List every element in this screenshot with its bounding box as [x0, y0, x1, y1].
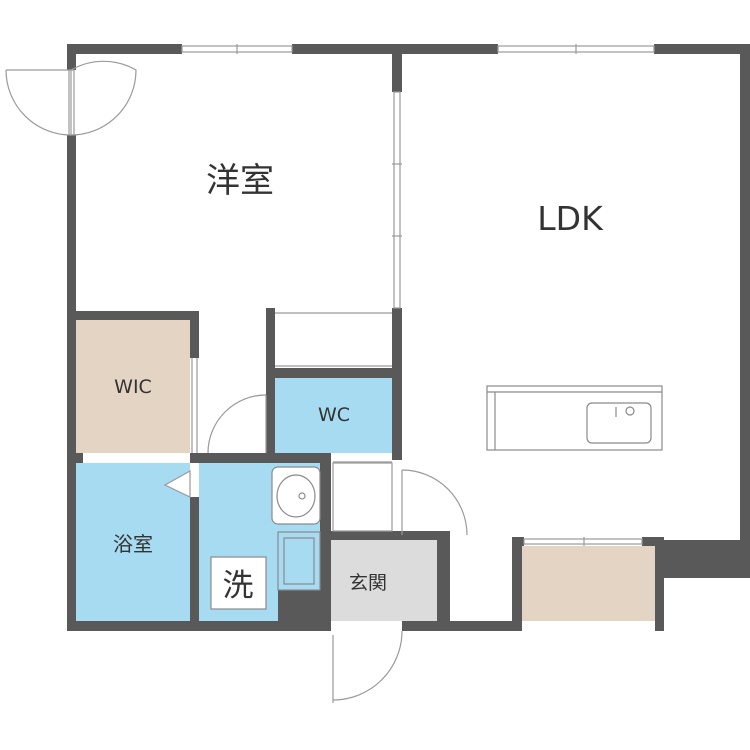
bath-floor	[76, 463, 190, 621]
wc-closet-niche	[275, 312, 392, 367]
washroom-label-box	[210, 556, 267, 610]
entrance-label: 玄関	[349, 572, 387, 594]
washer-pan	[277, 531, 321, 591]
wc-floor	[275, 378, 394, 453]
storage-floor	[522, 546, 655, 621]
ldk-label: LDK	[537, 199, 604, 238]
kitchen-counter	[486, 385, 663, 451]
sliding-door-partition	[392, 91, 402, 309]
hallway-cabinet	[332, 462, 393, 532]
wic-label: WIC	[114, 376, 152, 398]
western-room-label: 洋室	[206, 161, 274, 201]
interior-walls	[67, 44, 450, 631]
wc-label: WC	[318, 404, 350, 426]
bath-label: 浴室	[113, 532, 153, 556]
washroom-label: 洗	[223, 568, 254, 604]
wash-basin	[271, 466, 321, 525]
bath-door-wedge	[163, 469, 191, 498]
wic-floor	[76, 320, 190, 453]
entrance-floor	[331, 540, 437, 621]
doors	[5, 60, 468, 703]
wic-door-frame	[191, 358, 198, 453]
